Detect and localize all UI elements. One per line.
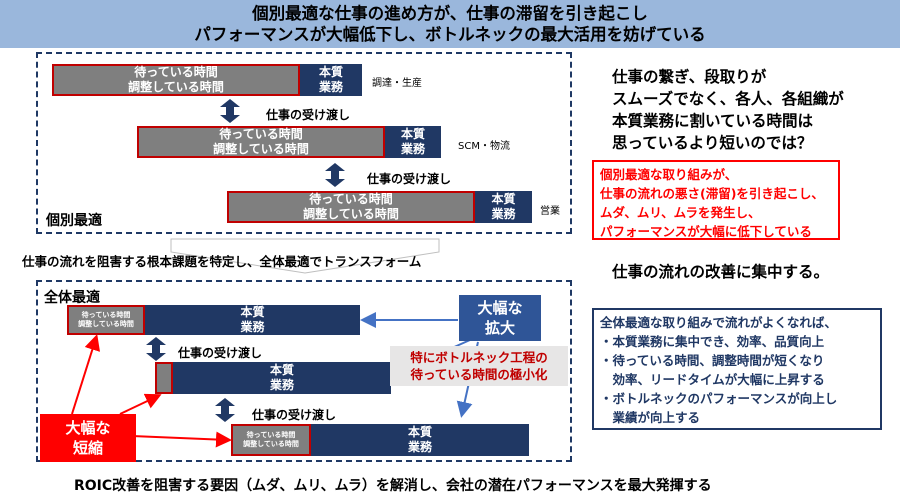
double-arrow-icon xyxy=(325,163,345,187)
transition-text: 仕事の流れを阻害する根本課題を特定し、全体最適でトランスフォーム xyxy=(22,254,422,269)
transform-chevron xyxy=(170,238,440,274)
double-arrow-icon xyxy=(146,337,166,361)
waiting-time-bar xyxy=(155,362,173,394)
double-arrow-icon xyxy=(215,398,235,422)
title-line-2: パフォーマンスが大幅低下し、ボトルネックの最大活用を妨げている xyxy=(194,25,706,44)
waiting-time-bar: 待っている時間調整している時間 xyxy=(227,191,475,223)
core-work-bar: 本質業務 xyxy=(145,305,360,335)
waiting-time-bar: 待っている時間調整している時間 xyxy=(67,305,145,335)
waiting-time-bar: 待っている時間調整している時間 xyxy=(137,126,385,158)
dept-label: 営業 xyxy=(540,206,560,217)
core-work-bar: 本質業務 xyxy=(475,191,532,223)
dept-label: SCM・物流 xyxy=(458,141,510,152)
individual-optimization-frame xyxy=(36,52,572,234)
double-arrow-icon xyxy=(220,99,240,123)
waiting-time-bar: 待っている時間調整している時間 xyxy=(52,64,300,96)
title-line-1: 個別最適な仕事の進め方が、仕事の滞留を引き起こし xyxy=(252,4,648,23)
focus-text: 仕事の流れの改善に集中する。 xyxy=(612,263,830,281)
core-work-bar: 本質業務 xyxy=(311,424,529,456)
benefit-box: 全体最適な取り組みで流れがよくなれば、 ・本質業務に集中でき、効率、品質向上 ・… xyxy=(592,308,882,430)
total-optimization-label: 全体最適 xyxy=(44,290,100,306)
dept-label: 調達・生産 xyxy=(372,78,422,89)
waiting-time-bar: 待っている時間調整している時間 xyxy=(231,424,311,456)
total-optimization-frame xyxy=(36,280,572,462)
handoff-label: 仕事の受け渡し xyxy=(367,172,452,186)
individual-optimization-label: 個別最適 xyxy=(46,213,102,229)
footer-text: ROIC改善を阻害する要因（ムダ、ムリ、ムラ）を解消し、会社の潜在パフォーマンス… xyxy=(74,478,712,494)
handoff-label: 仕事の受け渡し xyxy=(178,346,263,360)
question-text: 仕事の繋ぎ、段取りが スムーズでなく、各人、各組織が 本質業務に割いている時間は… xyxy=(612,68,844,152)
problem-box: 個別最適な取り組みが、 仕事の流れの悪さ(滞留)を引き起こし、 ムダ、ムリ、ムラ… xyxy=(592,160,840,240)
title-banner: 個別最適な仕事の進め方が、仕事の滞留を引き起こし パフォーマンスが大幅低下し、ボ… xyxy=(0,0,900,48)
core-work-bar: 本質業務 xyxy=(173,362,391,394)
core-work-bar: 本質業務 xyxy=(300,64,362,96)
expand-callout: 大幅な拡大 xyxy=(459,295,541,341)
handoff-label: 仕事の受け渡し xyxy=(252,408,337,422)
handoff-label: 仕事の受け渡し xyxy=(266,108,351,122)
shrink-callout: 大幅な短縮 xyxy=(40,414,136,462)
core-work-bar: 本質業務 xyxy=(385,126,441,158)
bottleneck-note: 特にボトルネック工程の 待っている時間の極小化 xyxy=(390,346,568,386)
